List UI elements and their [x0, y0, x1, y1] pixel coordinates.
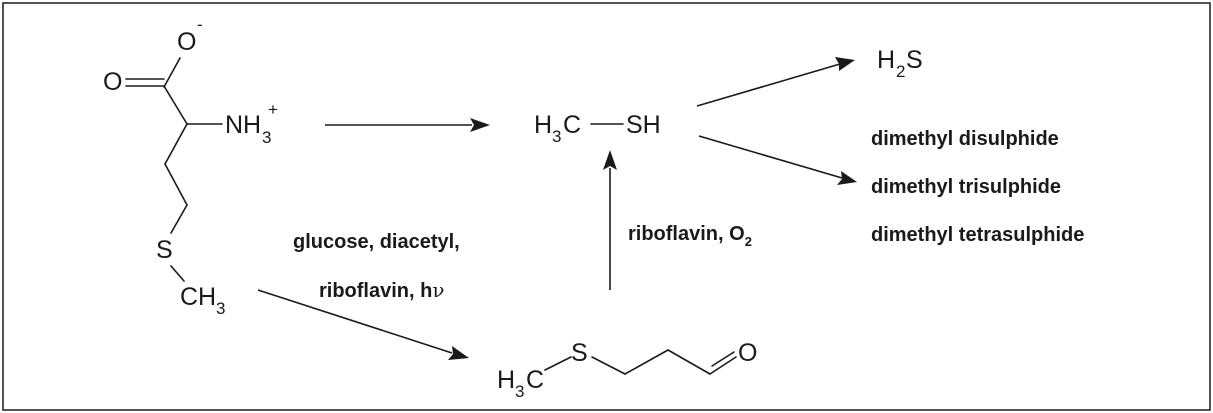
condition-photo-line1: glucose, diacetyl, — [293, 231, 460, 253]
arrow-methionine-to-methional — [257, 289, 469, 360]
methionine-nh3-charge: + — [268, 100, 278, 119]
methionine-o-double: O — [103, 68, 122, 96]
methionine-nh: NH — [225, 111, 261, 139]
methional-c: C — [526, 366, 544, 394]
bond-c-ominus — [163, 57, 181, 88]
product-dimethyl-tetrasulphide: dimethyl tetrasulphide — [871, 224, 1084, 246]
bond-cbeta-cgamma — [164, 163, 188, 206]
arrow-methional-to-methanethiol — [603, 150, 617, 290]
bond-s-ch3 — [170, 265, 185, 282]
h2s-s: S — [906, 46, 923, 74]
bond-c3-o-a — [709, 356, 737, 375]
bond-c1-c2 — [624, 349, 669, 375]
h2s-subscript: 2 — [896, 62, 905, 81]
methionine-o-minus: O — [177, 28, 196, 56]
condition-oxidation-subscript: 2 — [745, 234, 752, 249]
hydrogen-sulfide: H 2 S — [877, 46, 923, 81]
methional-sulfur: S — [571, 339, 588, 367]
condition-photo-line2: riboflavin, hν — [319, 278, 445, 302]
arrow-methionine-to-methanethiol — [325, 118, 490, 132]
condition-photo-line2-text: riboflavin, h — [319, 280, 432, 302]
methanethiol-structure: H 3 C SH — [534, 111, 661, 146]
condition-photo-nu: ν — [432, 278, 444, 302]
methionine-nh3-subscript: 3 — [262, 128, 271, 147]
methionine-ch3-subscript: 3 — [216, 299, 225, 318]
bond-c-calpha — [163, 85, 188, 125]
methionine-ch: CH — [180, 283, 216, 311]
methanethiol-c: C — [563, 111, 581, 139]
methional-structure: H 3 C S O — [497, 339, 757, 401]
bond-c2-c3 — [667, 349, 711, 375]
methanethiol-h3-subscript: 3 — [552, 127, 561, 146]
product-dimethyl-trisulphide: dimethyl trisulphide — [871, 176, 1061, 198]
bond-c3-o-b — [711, 351, 735, 367]
bond-s-c1 — [591, 356, 626, 375]
condition-oxidation-text: riboflavin, O — [628, 223, 745, 245]
product-dimethyl-disulphide: dimethyl disulphide — [871, 128, 1059, 150]
methional-h: H — [497, 366, 515, 394]
bond-c-s — [544, 356, 572, 371]
arrow-to-polysulphides — [698, 135, 857, 185]
arrow-to-h2s — [696, 57, 855, 107]
methional-h3-subscript: 3 — [515, 382, 524, 401]
h2s-h: H — [877, 46, 895, 74]
bond-cgamma-s — [170, 204, 188, 234]
methional-oxygen: O — [738, 339, 757, 367]
methionine-sulfur: S — [156, 236, 173, 264]
bond-calpha-cbeta — [164, 123, 188, 165]
methionine-minus-charge: - — [197, 15, 203, 34]
methanethiol-h: H — [534, 111, 552, 139]
methanethiol-sh: SH — [626, 111, 661, 139]
methionine-structure: O - O NH 3 + S CH 3 — [103, 15, 278, 318]
condition-oxidation: riboflavin, O2 — [628, 223, 752, 249]
